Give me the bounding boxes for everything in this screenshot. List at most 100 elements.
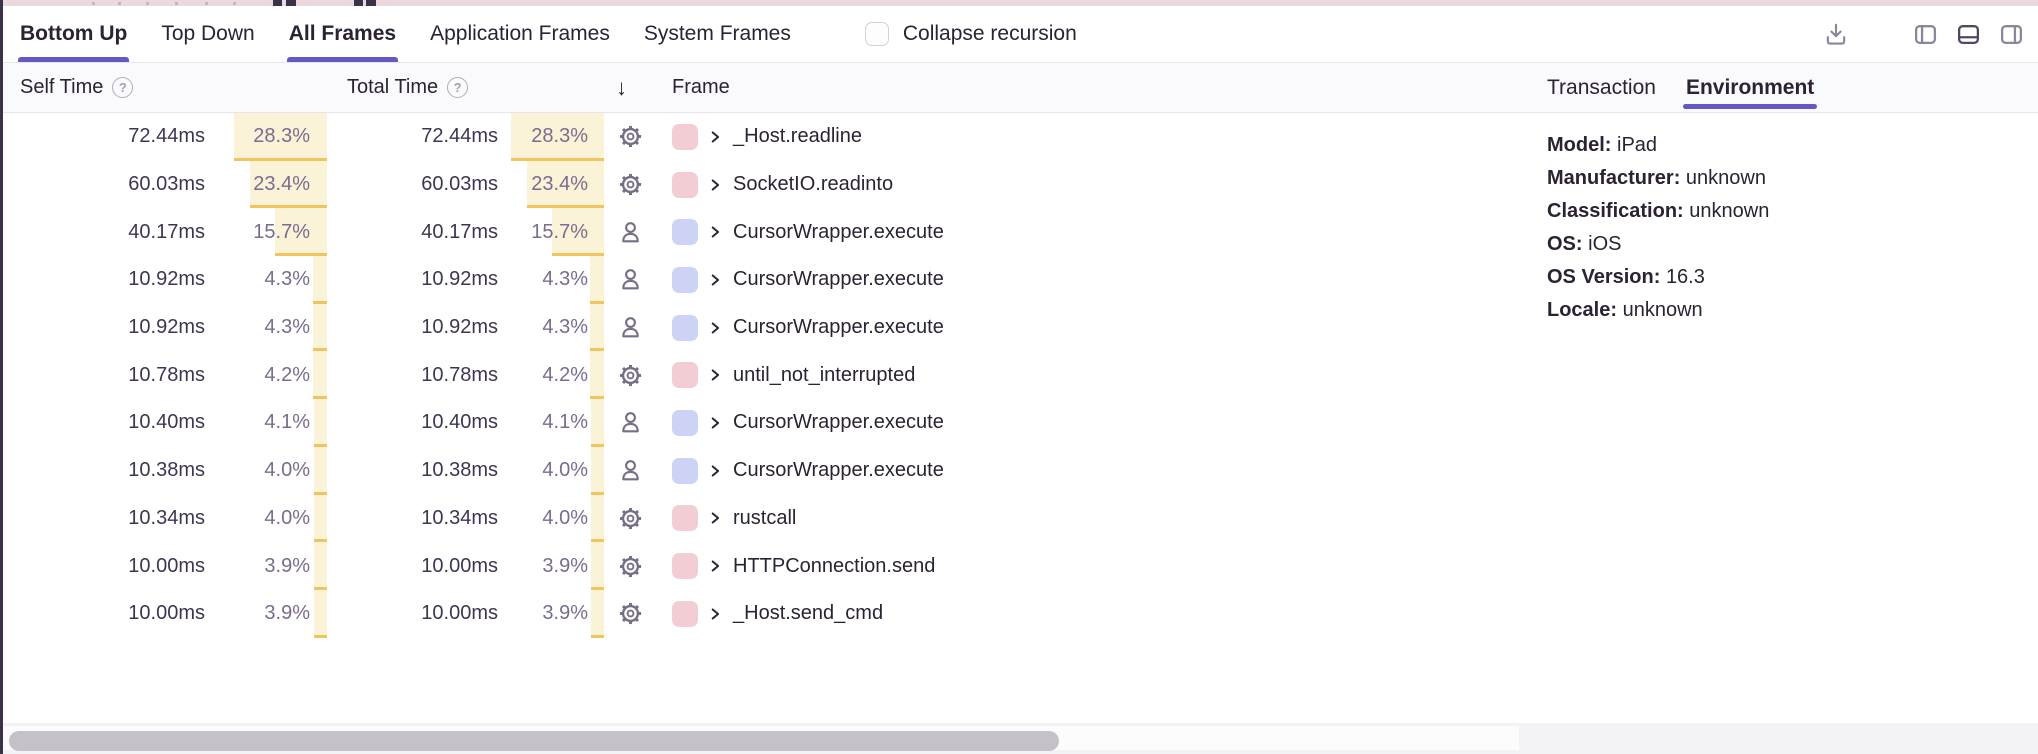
table-row[interactable]: 10.38ms 4.0% 10.38ms 4.0% [0, 446, 1520, 495]
table-row[interactable]: 72.44ms 28.3% 72.44ms 28.3% [0, 113, 1520, 161]
active-tab-underline [18, 57, 130, 62]
window-left-edge [0, 0, 3, 754]
layout-left-panel-icon[interactable] [1913, 22, 1938, 47]
table-row[interactable]: 10.00ms 3.9% 10.00ms 3.9% [0, 542, 1520, 590]
expand-chevron-icon[interactable] [709, 607, 722, 621]
total-percent-bar [526, 160, 604, 209]
toolbar-tab[interactable]: Top Down [161, 6, 254, 62]
expand-chevron-icon[interactable] [709, 511, 722, 525]
flamegraph-minimap-strip[interactable] [0, 0, 2038, 6]
layout-bottom-panel-icon[interactable] [1956, 22, 1981, 47]
collapse-recursion-checkbox[interactable] [864, 22, 889, 46]
self-percent-value: 4.1% [264, 411, 310, 434]
self-time-value: 10.00ms [128, 602, 205, 625]
self-time-header-label: Self Time [20, 76, 104, 98]
scrollbar-thumb[interactable] [9, 731, 1059, 751]
frame-cell[interactable]: rustcall [672, 495, 796, 543]
environment-field-label: OS Version: [1547, 266, 1661, 288]
self-percent-value: 4.0% [264, 506, 310, 529]
frame-cell[interactable]: CursorWrapper.execute [672, 256, 944, 304]
expand-chevron-icon[interactable] [709, 273, 722, 287]
total-percent-bar [590, 399, 604, 447]
expand-chevron-icon[interactable] [709, 368, 722, 382]
frame-cell[interactable]: until_not_interrupted [672, 351, 915, 399]
minimap-tick [146, 2, 149, 5]
toolbar-tab[interactable]: Application Frames [430, 6, 610, 62]
expand-chevron-icon[interactable] [709, 178, 722, 192]
table-body: 72.44ms 28.3% 72.44ms 28.3% [0, 113, 1520, 723]
environment-field-value: unknown [1689, 200, 1770, 222]
info-panel-tab-label: Environment [1685, 75, 1815, 99]
user-icon [621, 412, 639, 433]
info-panel-tab[interactable]: Environment [1682, 63, 1818, 112]
help-icon[interactable]: ? [112, 77, 134, 98]
toolbar-tab[interactable]: Bottom Up [18, 6, 130, 62]
self-percent-value: 4.3% [264, 316, 310, 339]
frame-cell[interactable]: SocketIO.readinto [672, 161, 893, 209]
self-percent-bar [314, 589, 327, 638]
table-row[interactable]: 10.00ms 3.9% 10.00ms 3.9% [0, 589, 1520, 638]
minimap-tick [205, 2, 208, 5]
layout-right-panel-icon[interactable] [1999, 22, 2024, 47]
toolbar-tab[interactable]: System Frames [644, 6, 791, 62]
sort-descending-icon[interactable]: ↓ [616, 74, 627, 100]
total-percent-value: 23.4% [531, 173, 588, 196]
toolbar-tab-label: Top Down [161, 22, 255, 45]
expand-chevron-icon[interactable] [709, 225, 722, 239]
self-percent-bar [313, 494, 327, 543]
frame-column-header[interactable]: Frame [672, 63, 730, 112]
info-panel-tab-label: Transaction [1547, 75, 1656, 99]
frame-header-label: Frame [672, 76, 730, 98]
frame-name: _Host.readline [733, 125, 862, 148]
table-row[interactable]: 10.92ms 4.3% 10.92ms 4.3% [0, 303, 1520, 352]
scrollbar-track[interactable] [3, 726, 1519, 751]
environment-field-label: OS: [1547, 233, 1583, 255]
self-percent-bar [275, 208, 327, 257]
table-row[interactable]: 10.92ms 4.3% 10.92ms 4.3% [0, 256, 1520, 304]
toolbar-tab-label: Application Frames [430, 22, 610, 45]
expand-chevron-icon[interactable] [709, 321, 722, 335]
expand-chevron-icon[interactable] [709, 416, 722, 430]
expand-chevron-icon[interactable] [709, 559, 722, 573]
table-row[interactable]: 60.03ms 23.4% 60.03ms 23.4% [0, 160, 1520, 209]
expand-chevron-icon[interactable] [709, 464, 722, 478]
frame-cell[interactable]: HTTPConnection.send [672, 542, 935, 590]
frame-cell[interactable]: _Host.send_cmd [672, 590, 883, 638]
total-percent-value: 4.3% [542, 316, 588, 339]
total-time-value: 10.38ms [421, 459, 498, 482]
table-row[interactable]: 40.17ms 15.7% 40.17ms 15.7% [0, 208, 1520, 257]
self-percent-value: 15.7% [253, 220, 310, 243]
self-time-column-header[interactable]: Self Time ? [20, 63, 134, 112]
table-row[interactable]: 10.78ms 4.2% 10.78ms 4.2% [0, 351, 1520, 400]
total-time-value: 72.44ms [421, 125, 498, 148]
total-time-value: 10.92ms [421, 268, 498, 291]
environment-field: Model: iPad [1547, 129, 2017, 162]
total-percent-bar [552, 208, 604, 257]
environment-field-value: iOS [1588, 233, 1622, 255]
download-icon[interactable] [1823, 21, 1849, 47]
frame-cell[interactable]: CursorWrapper.execute [672, 208, 944, 256]
total-percent-bar [590, 446, 604, 495]
table-row[interactable]: 10.40ms 4.1% 10.40ms 4.1% [0, 399, 1520, 447]
table-row[interactable]: 10.34ms 4.0% 10.34ms 4.0% [0, 494, 1520, 543]
self-percent-bar [312, 256, 327, 304]
self-time-value: 10.40ms [128, 411, 205, 434]
frame-name: CursorWrapper.execute [733, 220, 944, 243]
collapse-recursion-control[interactable]: Collapse recursion [864, 22, 1077, 46]
collapse-recursion-label: Collapse recursion [902, 22, 1077, 45]
toolbar-tab[interactable]: All Frames [286, 6, 399, 62]
help-icon[interactable]: ? [447, 77, 469, 98]
gear-icon [619, 555, 641, 577]
frame-cell[interactable]: _Host.readline [672, 113, 862, 161]
environment-field-label: Locale: [1547, 299, 1618, 321]
gear-icon [619, 173, 641, 196]
frame-cell[interactable]: CursorWrapper.execute [672, 399, 944, 447]
frame-cell[interactable]: CursorWrapper.execute [672, 304, 944, 352]
info-panel-tab[interactable]: Transaction [1547, 63, 1656, 112]
frame-color-chip [672, 314, 698, 341]
expand-chevron-icon[interactable] [709, 130, 722, 144]
total-time-column-header[interactable]: Total Time ? [347, 63, 469, 112]
environment-field-label: Model: [1547, 134, 1612, 156]
frame-cell[interactable]: CursorWrapper.execute [672, 447, 944, 495]
total-percent-value: 15.7% [531, 220, 588, 243]
